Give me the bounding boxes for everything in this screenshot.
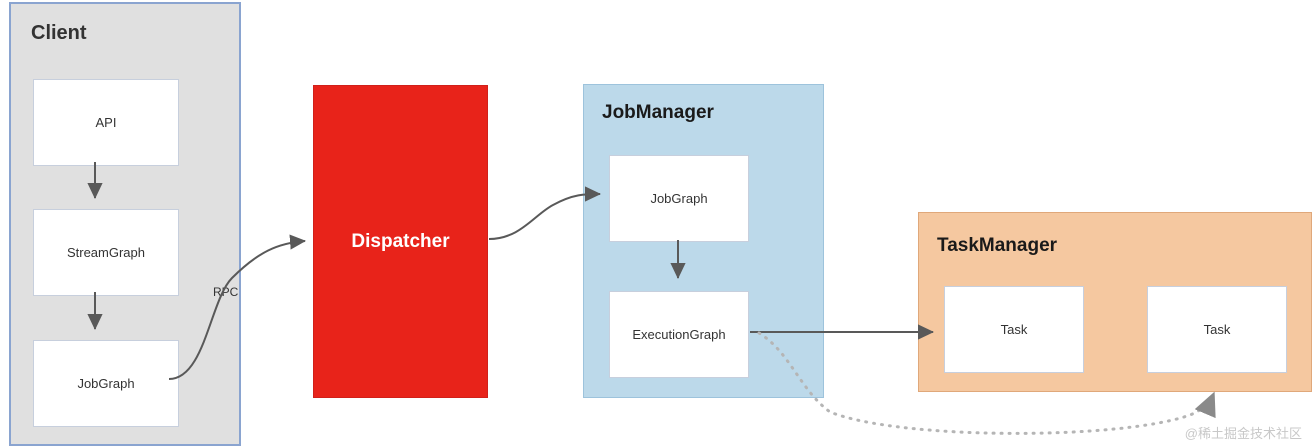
client-container: Client API StreamGraph JobGraph	[9, 2, 241, 446]
taskmanager-container: TaskManager Task Task	[918, 212, 1312, 392]
taskmanager-title: TaskManager	[937, 235, 1058, 256]
client-node-streamgraph-label: StreamGraph	[66, 245, 146, 260]
client-node-jobgraph: JobGraph	[33, 340, 179, 427]
client-node-jobgraph-label: JobGraph	[77, 376, 135, 391]
watermark: @稀土掘金技术社区	[1184, 426, 1302, 441]
client-node-api: API	[33, 79, 179, 166]
jobmanager-node-executiongraph-label: ExecutionGraph	[632, 327, 726, 342]
taskmanager-node-task-1-label: Task	[1000, 322, 1028, 337]
dispatcher-box: Dispatcher	[313, 85, 488, 398]
rpc-edge-label: RPC	[213, 285, 239, 299]
client-node-api-label: API	[95, 115, 117, 130]
client-node-streamgraph: StreamGraph	[33, 209, 179, 296]
jobmanager-title: JobManager	[602, 102, 714, 123]
jobmanager-node-jobgraph: JobGraph	[609, 155, 749, 242]
taskmanager-node-task-2: Task	[1147, 286, 1287, 373]
client-title: Client	[31, 22, 87, 44]
taskmanager-node-task-2-label: Task	[1203, 322, 1231, 337]
jobmanager-node-jobgraph-label: JobGraph	[650, 191, 708, 206]
jobmanager-container: JobManager JobGraph ExecutionGraph	[583, 84, 824, 398]
dispatcher-label: Dispatcher	[351, 230, 450, 252]
taskmanager-node-task-1: Task	[944, 286, 1084, 373]
jobmanager-node-executiongraph: ExecutionGraph	[609, 291, 749, 378]
